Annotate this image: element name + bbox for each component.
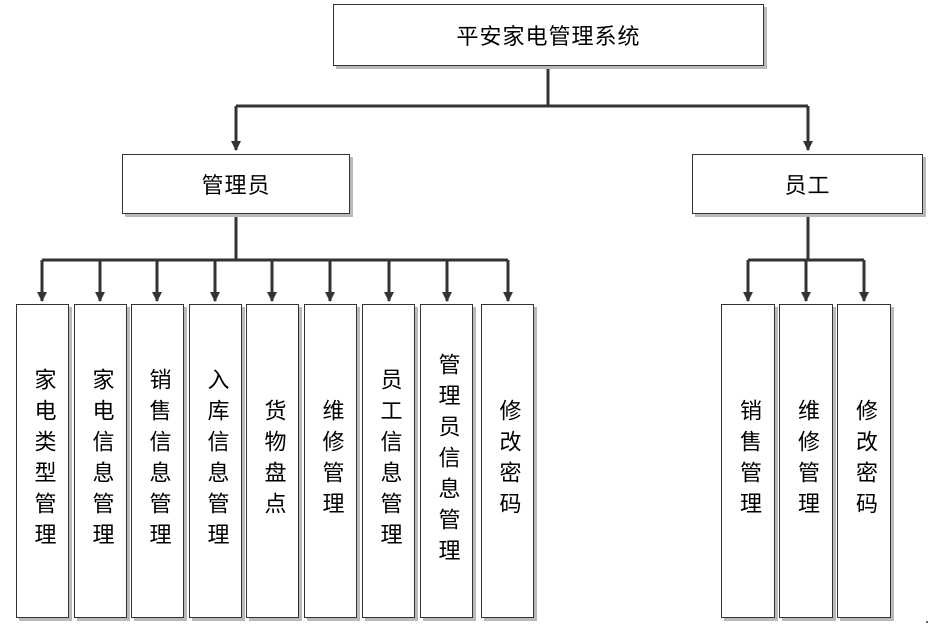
leaf-label: 员工信息管理 [376, 368, 402, 554]
admin-leaf-staff-info: 员工信息管理 [362, 304, 415, 618]
leaf-label: 家电类型管理 [30, 368, 56, 554]
leaf-label: 维修管理 [794, 399, 819, 523]
employee-node: 员工 [692, 154, 923, 214]
leaf-label: 家电信息管理 [88, 368, 114, 554]
admin-node: 管理员 [122, 154, 350, 214]
root-node-label: 平安家电管理系统 [456, 25, 641, 50]
leaf-label: 货物盘点 [260, 399, 286, 523]
admin-leaf-stock-in-info: 入库信息管理 [189, 304, 242, 618]
leaf-label: 销售管理 [736, 399, 761, 523]
leaf-label: 销售信息管理 [145, 368, 171, 554]
admin-leaf-admin-info: 管理员信息管理 [420, 304, 473, 618]
employee-node-label: 员工 [784, 174, 831, 199]
root-node: 平安家电管理系统 [333, 4, 764, 66]
leaf-label: 修改密码 [852, 399, 877, 523]
admin-leaf-sales-info: 销售信息管理 [131, 304, 184, 618]
leaf-label: 入库信息管理 [203, 368, 229, 554]
employee-leaf-sales: 销售管理 [721, 304, 775, 618]
leaf-label: 修改密码 [495, 399, 521, 523]
leaf-label: 维修管理 [318, 399, 344, 523]
leaf-label: 管理员信息管理 [434, 352, 460, 570]
admin-leaf-change-password: 修改密码 [481, 304, 534, 618]
admin-leaf-appliance-info: 家电信息管理 [74, 304, 127, 618]
admin-leaf-inventory-check: 货物盘点 [246, 304, 299, 618]
admin-leaf-appliance-type: 家电类型管理 [16, 304, 69, 618]
employee-leaf-repair: 维修管理 [779, 304, 833, 618]
admin-node-label: 管理员 [201, 174, 271, 199]
employee-leaf-change-password: 修改密码 [837, 304, 891, 618]
corner-mark [926, 621, 928, 623]
admin-leaf-repair: 维修管理 [304, 304, 357, 618]
